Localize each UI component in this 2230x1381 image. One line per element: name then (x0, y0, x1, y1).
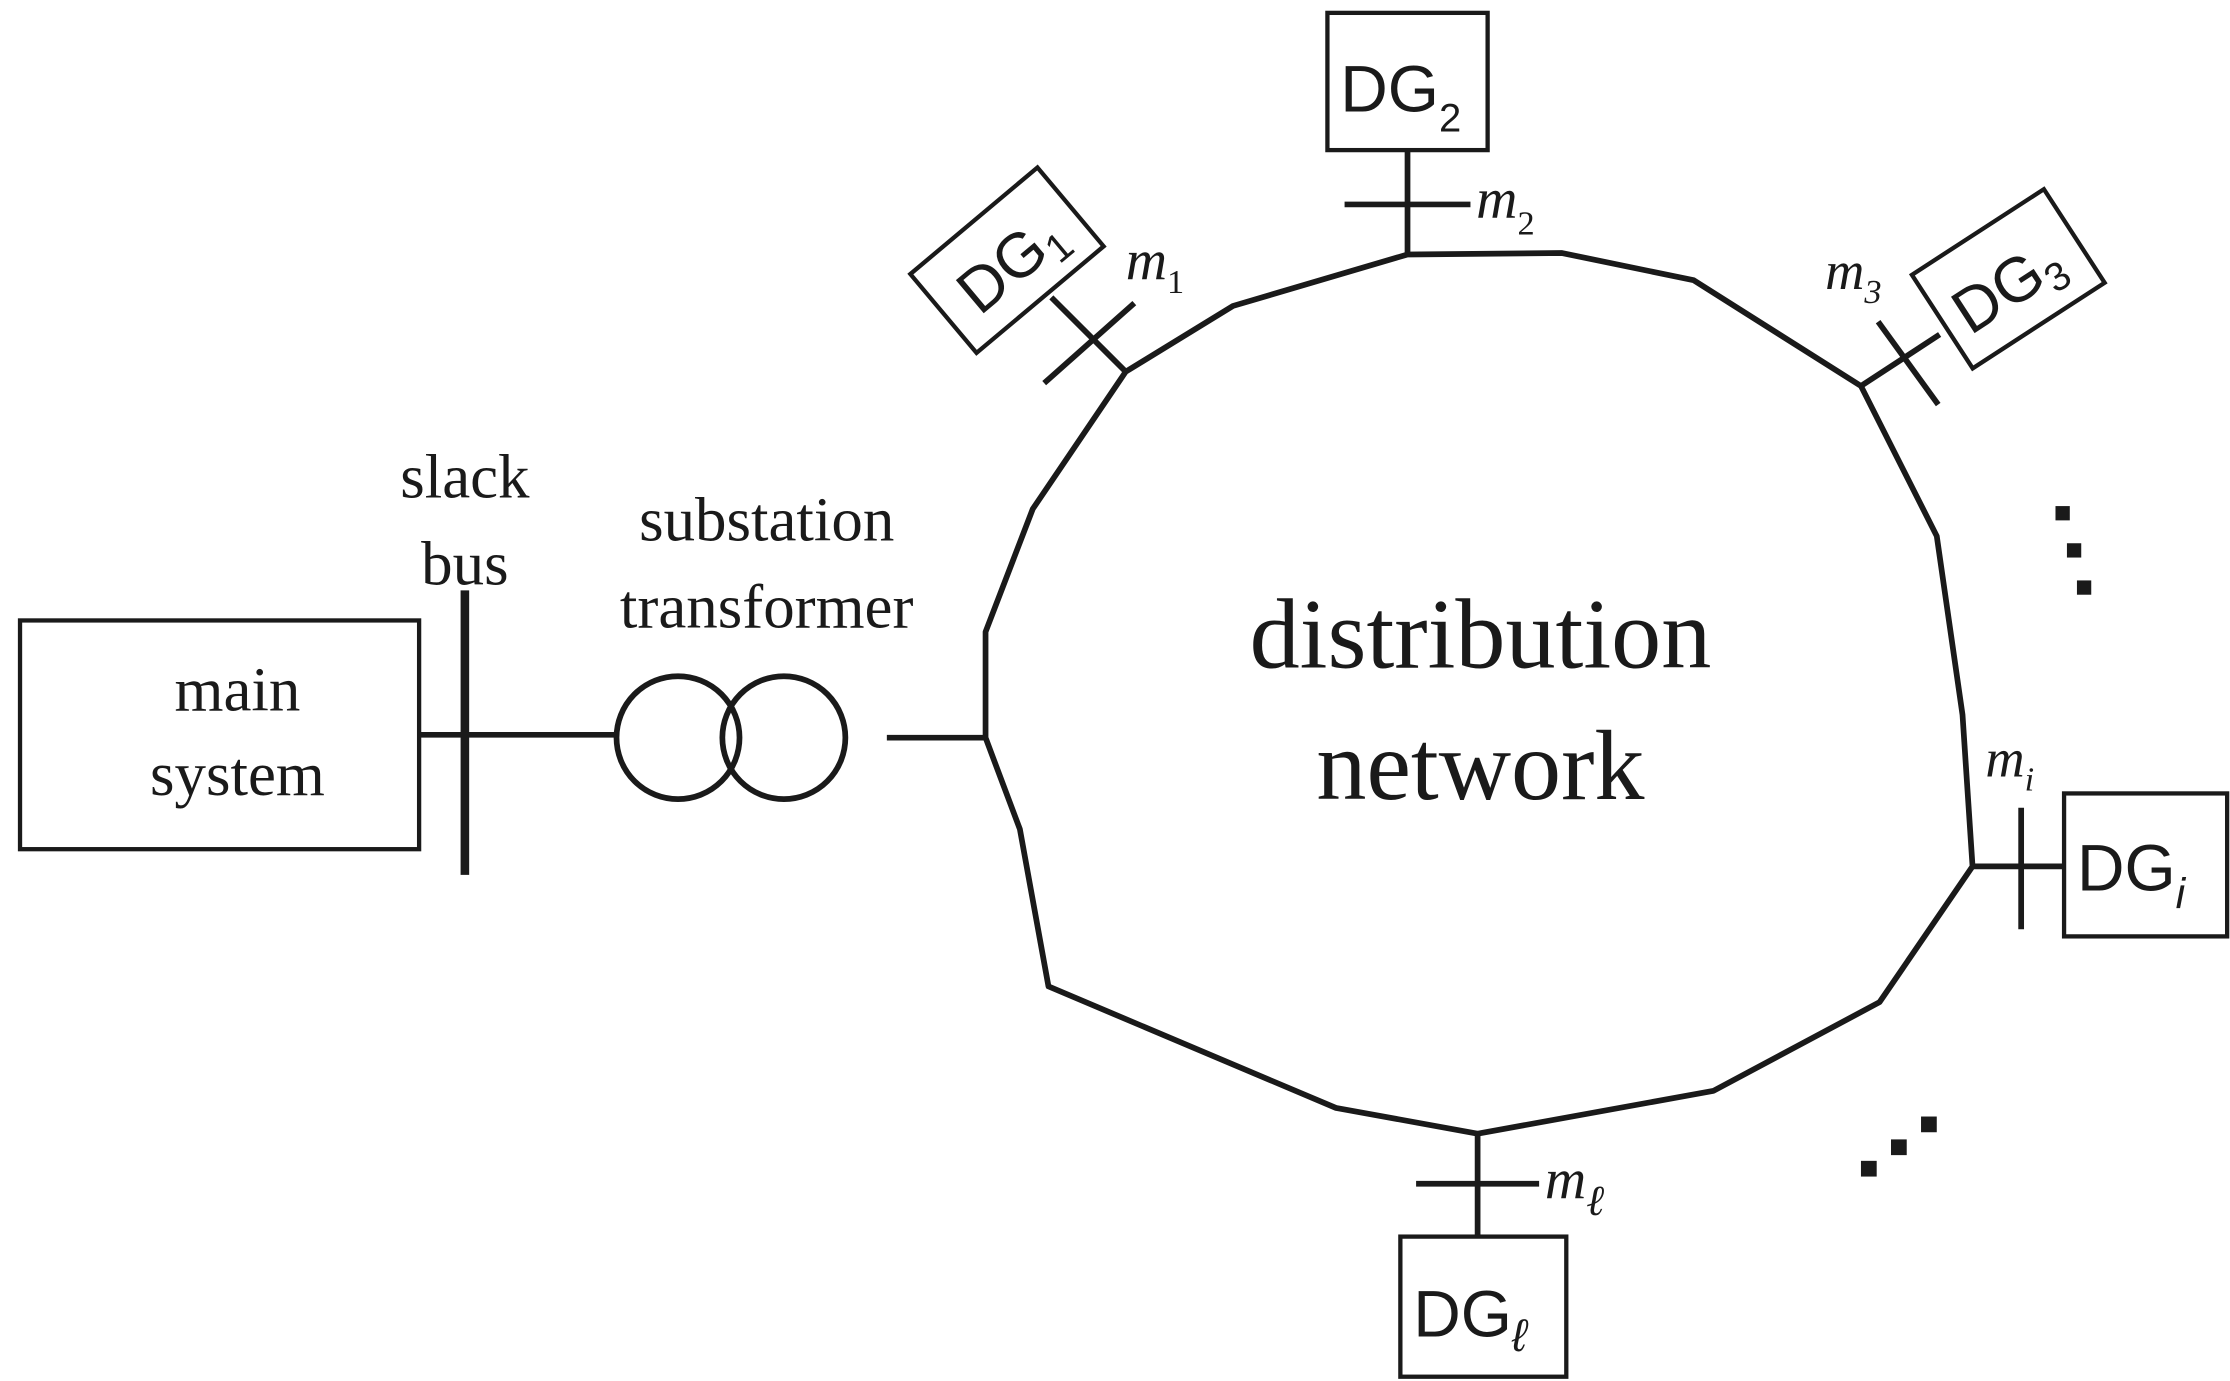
dgi-box (2061, 791, 2230, 939)
right-vertical-dots (2055, 506, 2092, 595)
node-m1-label: m1 (1126, 229, 1184, 301)
node-m2-label: m2 (1476, 167, 1534, 242)
node-mi-label: mi (1985, 728, 2034, 798)
dg3-box (1908, 186, 2108, 372)
dg1-box (907, 164, 1107, 356)
dg1-connection (1042, 295, 1137, 386)
transformer-label-line2: transformer (620, 572, 914, 642)
bottom-right-dots (1860, 1116, 1937, 1177)
dg1-unit: DG1 (907, 164, 1107, 356)
main-system-box (17, 618, 422, 852)
node-m3-label: m3 (1825, 241, 1881, 311)
distribution-network-ring (982, 250, 1976, 1137)
node-ml-label: mℓ (1545, 1148, 1604, 1225)
network-label-line2: network (1316, 710, 1645, 821)
dgl-box (1398, 1234, 1569, 1379)
substation-transformer-symbol (613, 673, 849, 803)
dg2-label: DG2 (1340, 52, 1461, 141)
slack-bus-label-line2: bus (421, 529, 508, 599)
dg3-unit: DG3 (1908, 186, 2108, 372)
transformer-label-line1: substation (639, 484, 894, 554)
network-label-line1: distribution (1250, 579, 1712, 690)
dgi-label: DGi (2077, 831, 2187, 918)
dg2-connection (1344, 150, 1471, 255)
dg2-box (1325, 10, 1490, 153)
dgi-connection (1972, 807, 2065, 930)
dgl-connection (1416, 1133, 1540, 1237)
slack-bus-label-line1: slack (400, 442, 530, 512)
dg3-connection (1859, 319, 1942, 407)
dgl-label: DGℓ (1413, 1277, 1529, 1361)
main-system-label-line2: system (150, 739, 325, 809)
main-system-label-line1: main (175, 655, 301, 725)
